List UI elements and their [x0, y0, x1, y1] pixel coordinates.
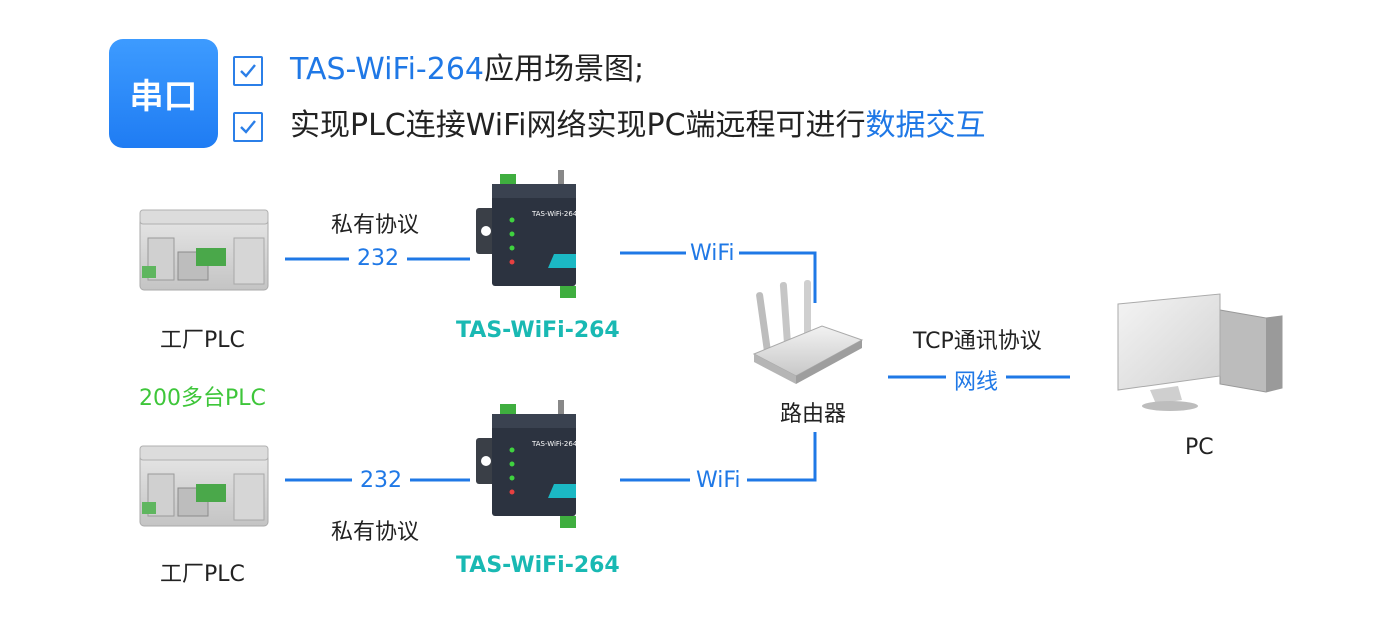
plc-bottom-interface: 232 — [352, 468, 410, 493]
wifi-line-bottom — [620, 432, 817, 482]
pc-link-protocol: TCP通讯协议 — [913, 329, 1042, 354]
plc-top-icon — [139, 209, 269, 291]
device-top-screen-text: TAS-WiFi-264 — [531, 210, 578, 218]
device-bottom-screen-text: TAS-WiFi-264 — [531, 440, 578, 448]
product-name: TAS-WiFi-264 — [290, 52, 485, 87]
plc-bottom-label: 工厂PLC — [160, 562, 245, 587]
device-top-label: TAS-WiFi-264 — [456, 318, 620, 343]
device-bottom-label: TAS-WiFi-264 — [456, 553, 620, 578]
plc-top-protocol: 私有协议 — [331, 213, 420, 238]
plc-bottom-icon — [139, 445, 269, 527]
pc-icon — [1117, 293, 1283, 411]
serial-badge: 串口 — [109, 39, 218, 148]
header-line-1: TAS-WiFi-264应用场景图; — [290, 48, 644, 92]
wifi-module-bottom-icon: TAS-WiFi-264 — [476, 400, 578, 528]
plc-count-label: 200多台PLC — [139, 386, 266, 411]
data-exchange-highlight: 数据交互 — [865, 108, 986, 143]
device-top-link: WiFi — [686, 241, 739, 266]
checkbox-icon — [233, 112, 263, 142]
plc-bottom-protocol: 私有协议 — [331, 520, 420, 545]
plc-top-label: 工厂PLC — [160, 328, 245, 353]
header-line-2-text: 实现PLC连接WiFi网络实现PC端远程可进行 — [290, 108, 866, 143]
header-line-1-rest: 应用场景图; — [484, 52, 645, 87]
device-bottom-link: WiFi — [690, 468, 747, 493]
checkbox-icon — [233, 56, 263, 86]
router-label: 路由器 — [780, 402, 847, 427]
wifi-module-top-icon: TAS-WiFi-264 — [476, 170, 578, 298]
pc-label: PC — [1185, 435, 1214, 460]
plc-top-interface: 232 — [349, 246, 407, 271]
header-line-2: 实现PLC连接WiFi网络实现PC端远程可进行数据交互 — [290, 104, 986, 148]
wifi-line-top — [620, 251, 817, 303]
pc-link-medium: 网线 — [946, 364, 1007, 396]
router-icon — [752, 280, 864, 384]
